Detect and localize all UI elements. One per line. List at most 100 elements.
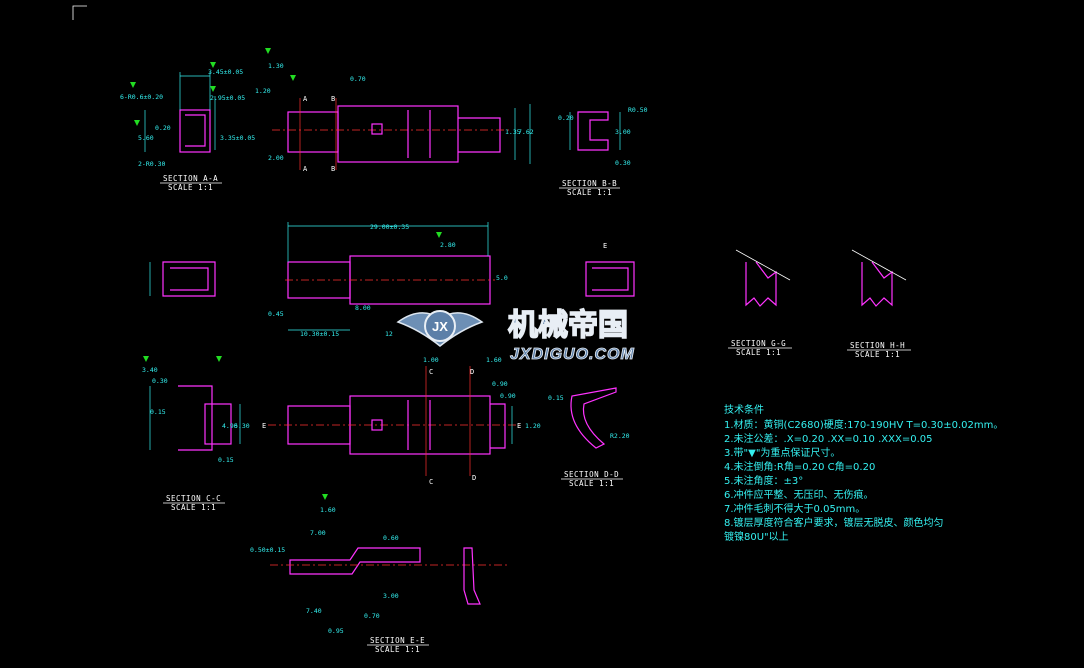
marker-b-top: B xyxy=(331,95,335,103)
marker-e-right: E xyxy=(517,422,521,430)
dim-d-2: R2.20 xyxy=(610,432,630,440)
corner-mark xyxy=(72,5,87,20)
section-b-view: R0.50 0.30 3.00 0.20 SECTION B-B SCALE 1… xyxy=(558,106,648,197)
watermark: JX 机械帝国 JXDIGUO.COM xyxy=(396,307,635,363)
section-c-view: 3.40 0.30 0.15 5.30 4.90 0.15 SECTION C-… xyxy=(142,356,250,512)
dim-e-3: 0.50±0.15 xyxy=(250,546,285,554)
marker-c-bottom: C xyxy=(429,478,433,486)
marker-b-bottom: B xyxy=(331,165,335,173)
section-d-scale: SCALE 1:1 xyxy=(569,479,614,488)
dim-b-w: 0.20 xyxy=(558,114,574,122)
middle-assembly-view: 29.00±0.35 2.80 5.0 8.00 0.45 10.30±0.15… xyxy=(268,222,508,338)
dim-top-4: 2.00 xyxy=(268,154,284,162)
section-g-title: SECTION G-G xyxy=(731,339,786,348)
dim-c-3: 0.15 xyxy=(150,408,166,416)
dim-top-3: 0.70 xyxy=(350,75,366,83)
section-e-view: 1.60 7.00 0.50±0.15 7.40 0.95 0.70 3.00 … xyxy=(250,494,510,654)
dim-b-h: 3.00 xyxy=(615,128,631,136)
section-b-scale: SCALE 1:1 xyxy=(567,188,612,197)
section-h-scale: SCALE 1:1 xyxy=(855,350,900,359)
dim-mid-5: 10.30±0.15 xyxy=(300,330,339,338)
dim-mid-3: 8.00 xyxy=(355,304,371,312)
dim-c-2: 0.30 xyxy=(152,377,168,385)
section-e-title: SECTION E-E xyxy=(370,636,425,645)
section-h-view: SECTION H-H SCALE 1:1 xyxy=(847,249,911,359)
tech-note-5: 5.未注角度：±3° xyxy=(724,474,803,487)
dim-a-radius: 6-R0.6±0.20 xyxy=(120,93,163,101)
marker-a-bottom: A xyxy=(303,165,308,173)
watermark-en: JXDIGUO.COM xyxy=(510,346,635,363)
dim-a-width: 3.45±0.05 xyxy=(208,68,243,76)
section-c-scale: SCALE 1:1 xyxy=(171,503,216,512)
dim-top-1: 1.30 xyxy=(268,62,284,70)
marker-c-top: C xyxy=(429,368,433,376)
dim-c-6: 0.15 xyxy=(218,456,234,464)
section-a-scale: SCALE 1:1 xyxy=(168,183,213,192)
section-b-title: SECTION B-B xyxy=(562,179,617,188)
dim-mid-4: 0.45 xyxy=(268,310,284,318)
section-d-view: 0.15 R2.20 SECTION D-D SCALE 1:1 xyxy=(548,387,630,488)
tech-note-9: 镀镍80U"以上 xyxy=(724,530,789,543)
tech-note-8: 8.镀层厚度符合客户要求，镀层无脱皮、颜色均匀 xyxy=(724,516,944,529)
tech-note-3: 3.带"▼"为重点保证尺寸。 xyxy=(724,446,840,459)
dim-a-inner: 2.95±0.05 xyxy=(210,94,245,102)
dim-mid-2: 5.0 xyxy=(496,274,508,282)
section-c-title: SECTION C-C xyxy=(166,494,221,503)
tech-note-1: 1.材质：黄铜(C2680)硬度:170-190HV T=0.30±0.02mm… xyxy=(724,418,1003,431)
dim-bot-1: 1.00 xyxy=(423,356,439,364)
dim-c-1: 3.40 xyxy=(142,366,158,374)
bottom-plan-view: 1.00 1.60 0.90 0.90 1.20 C C D D E E xyxy=(262,356,541,486)
dim-mid-length: 29.00±0.35 xyxy=(370,223,409,231)
dim-e-7: 3.00 xyxy=(383,592,399,600)
section-d-title: SECTION D-D xyxy=(564,470,619,479)
tech-note-7: 7.冲件毛刺不得大于0.05mm。 xyxy=(724,502,865,515)
dim-e-6: 0.70 xyxy=(364,612,380,620)
top-plan-view: 1.30 1.20 0.70 2.00 1.35 7.62 B B A A xyxy=(255,48,534,173)
dim-e-4: 7.40 xyxy=(306,607,322,615)
tech-note-4: 4.未注倒角:R角=0.20 C角=0.20 xyxy=(724,460,875,473)
marker-a-top: A xyxy=(303,95,308,103)
tech-notes: 技术条件 1.材质：黄铜(C2680)硬度:170-190HV T=0.30±0… xyxy=(724,403,1003,543)
dim-b-r: R0.50 xyxy=(628,106,648,114)
dim-a-height: 5.60 xyxy=(138,134,154,142)
tech-heading: 技术条件 xyxy=(724,403,764,416)
dim-mid-6: 12 xyxy=(385,330,393,338)
marker-d-top: D xyxy=(470,368,474,376)
watermark-cn: 机械帝国 xyxy=(508,308,628,343)
dim-e-8: 0.60 xyxy=(383,534,399,542)
dim-top-5: 1.35 xyxy=(505,128,521,136)
dim-b-thk: 0.30 xyxy=(615,159,631,167)
dim-top-6: 7.62 xyxy=(518,128,534,136)
tech-note-6: 6.冲件应平整、无压印、无伤痕。 xyxy=(724,488,874,501)
watermark-logo-text: JX xyxy=(432,319,448,334)
dim-bot-2: 1.60 xyxy=(486,356,502,364)
dim-c-4: 5.30 xyxy=(234,422,250,430)
detail-view: E xyxy=(585,242,635,297)
dim-a-r: 2-R0.30 xyxy=(138,160,165,168)
dim-a-height2: 3.35±0.05 xyxy=(220,134,255,142)
dim-bot-4: 0.90 xyxy=(500,392,516,400)
dim-e-1: 1.60 xyxy=(320,506,336,514)
dim-mid-1: 2.80 xyxy=(440,241,456,249)
marker-d-bottom: D xyxy=(472,474,476,482)
section-g-scale: SCALE 1:1 xyxy=(736,348,781,357)
dim-a-thk: 0.20 xyxy=(155,124,171,132)
section-a-title: SECTION A-A xyxy=(163,174,218,183)
dim-bot-3: 0.90 xyxy=(492,380,508,388)
section-g-view: SECTION G-G SCALE 1:1 xyxy=(728,249,792,357)
dim-e-2: 7.00 xyxy=(310,529,326,537)
dim-bot-5: 1.20 xyxy=(525,422,541,430)
watermark-logo-icon: JX xyxy=(396,310,484,347)
section-a-view: 3.45±0.05 6-R0.6±0.20 2.95±0.05 0.20 5.6… xyxy=(120,62,255,192)
dim-d-1: 0.15 xyxy=(548,394,564,402)
dim-top-2: 1.20 xyxy=(255,87,271,95)
dim-e-5: 0.95 xyxy=(328,627,344,635)
tech-note-2: 2.未注公差：.X=0.20 .XX=0.10 .XXX=0.05 xyxy=(724,432,932,445)
dim-c-5: 4.90 xyxy=(222,422,238,430)
section-e-scale: SCALE 1:1 xyxy=(375,645,420,654)
marker-e-left: E xyxy=(262,422,266,430)
section-h-title: SECTION H-H xyxy=(850,341,905,350)
marker-e-detail: E xyxy=(603,242,607,250)
left-end-view xyxy=(149,261,216,297)
